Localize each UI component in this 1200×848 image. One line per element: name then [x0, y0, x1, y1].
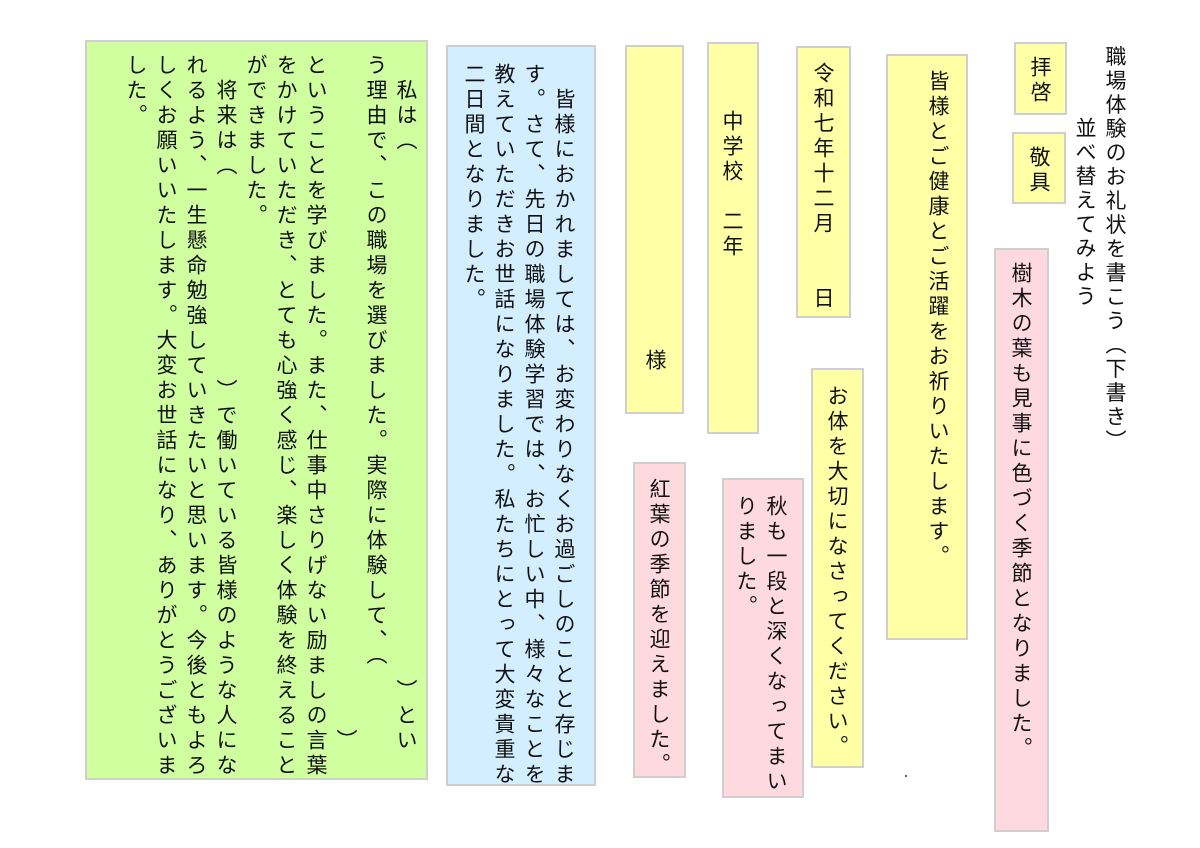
stray-dot: [905, 775, 907, 777]
body-line: 将来は（ ）で働いている皆様のような人にな: [214, 54, 238, 779]
card-haikei[interactable]: 拝啓: [1014, 42, 1067, 115]
worksheet-title: 職場体験のお礼状を書こう（下書き） 並べ替えてみよう: [1073, 26, 1160, 453]
card-karada[interactable]: お体を大切になさってください。: [811, 368, 864, 768]
body-line: れるよう、一生懸命勉強していきたいと思います。今後ともよろ: [184, 54, 208, 779]
card-text: 皆様とご健康とご活躍をお祈りいたします。: [926, 70, 950, 570]
body-line: をかけていただき、とても心強く感じ、楽しく体験を終えること: [274, 54, 298, 779]
card-text: 様: [643, 349, 667, 374]
card-keigu[interactable]: 敬具: [1012, 132, 1066, 204]
body-line: ができました。: [244, 54, 268, 229]
card-text: お体を大切になさってください。: [825, 385, 849, 760]
body-line: ということを学びました。また、仕事中さりげない励ましの言葉: [304, 54, 328, 779]
card-jumoku[interactable]: 樹木の葉も見事に色づく季節となりました。: [994, 248, 1049, 832]
body-line: 二日間となりました。: [462, 63, 486, 313]
body-line: ）: [334, 54, 358, 754]
card-text: 樹木の葉も見事に色づく季節となりました。: [1009, 262, 1033, 762]
card-body-green[interactable]: 私は（ ）とい う理由で、この職場を選びました。実際に体験して、（ ） というこ…: [85, 40, 428, 780]
body-line: 皆様におかれましては、お変わりなくお過ごしのことと存じま: [552, 63, 576, 788]
body-line: 教えていただきお世話になりました。私たちにとって大変貴重な: [492, 63, 516, 788]
body-line: 私は（ ）とい: [394, 54, 418, 754]
card-sama[interactable]: 様: [625, 45, 684, 414]
card-aki[interactable]: 秋も一段と深くなってまい りました。: [722, 478, 804, 798]
card-text-line-1: 秋も一段と深くなってまい: [764, 495, 788, 795]
card-date[interactable]: 令和七年十二月 日: [796, 46, 851, 318]
card-school[interactable]: 中学校 二年: [707, 42, 759, 434]
card-text: 中学校 二年: [720, 110, 744, 260]
card-text: 紅葉の季節を迎えました。: [647, 478, 671, 778]
body-line: しくお願いいたします。大変お世話になり、ありがとうございま: [154, 54, 178, 779]
body-line: す。さて、先日の職場体験学習では、お忙しい中、様々なことを: [522, 63, 546, 788]
title-main: 職場体験のお礼状を書こう（下書き）: [1103, 45, 1127, 454]
card-text-line-2: りました。: [734, 495, 758, 620]
card-text: 拝啓: [1028, 56, 1052, 106]
card-kouyou[interactable]: 紅葉の季節を迎えました。: [633, 462, 686, 778]
title-sub: 並べ替えてみよう: [1073, 117, 1097, 310]
body-line: う理由で、この職場を選びました。実際に体験して、（: [364, 54, 388, 669]
body-line: した。: [124, 54, 148, 129]
card-body-blue[interactable]: 皆様におかれましては、お変わりなくお過ごしのことと存じま す。さて、先日の職場体…: [446, 45, 596, 788]
card-text: 令和七年十二月 日: [811, 62, 835, 312]
card-text: 敬具: [1027, 146, 1051, 196]
card-minasama-kenkou[interactable]: 皆様とご健康とご活躍をお祈りいたします。: [886, 54, 968, 640]
